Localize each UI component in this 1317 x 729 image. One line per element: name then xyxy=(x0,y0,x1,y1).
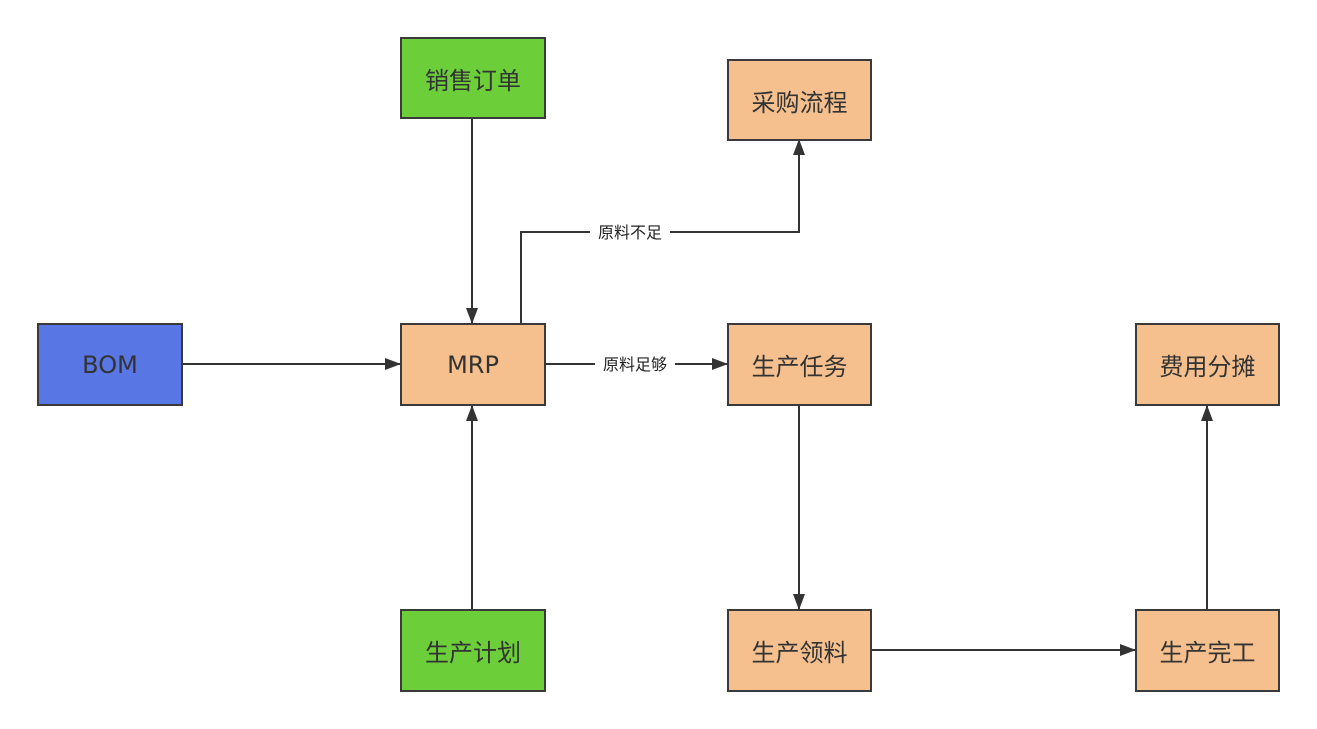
node-sales-order[interactable]: 销售订单 xyxy=(400,37,546,119)
node-label: BOM xyxy=(82,350,138,379)
node-cost-allocation[interactable]: 费用分摊 xyxy=(1135,323,1280,406)
node-label: MRP xyxy=(447,350,499,379)
node-mrp[interactable]: MRP xyxy=(400,323,546,406)
node-label: 销售订单 xyxy=(425,66,521,95)
edge-label-material-shortage: 原料不足 xyxy=(598,223,662,242)
edge-label-bg-sufficient xyxy=(595,354,675,374)
node-bom[interactable]: BOM xyxy=(37,323,183,406)
edge-label-bg-shortage xyxy=(590,222,670,242)
node-label: 费用分摊 xyxy=(1159,353,1256,381)
node-label: 生产领料 xyxy=(751,639,848,667)
node-purchase-process[interactable]: 采购流程 xyxy=(727,59,872,141)
node-label: 采购流程 xyxy=(751,88,848,117)
node-label: 生产任务 xyxy=(751,353,848,381)
edge-label-material-sufficient: 原料足够 xyxy=(603,355,667,374)
node-production-material[interactable]: 生产领料 xyxy=(727,609,872,692)
node-label: 生产完工 xyxy=(1159,639,1256,667)
node-production-plan[interactable]: 生产计划 xyxy=(400,609,546,692)
node-production-completion[interactable]: 生产完工 xyxy=(1135,609,1280,692)
node-label: 生产计划 xyxy=(425,639,521,667)
node-production-task[interactable]: 生产任务 xyxy=(727,323,872,406)
